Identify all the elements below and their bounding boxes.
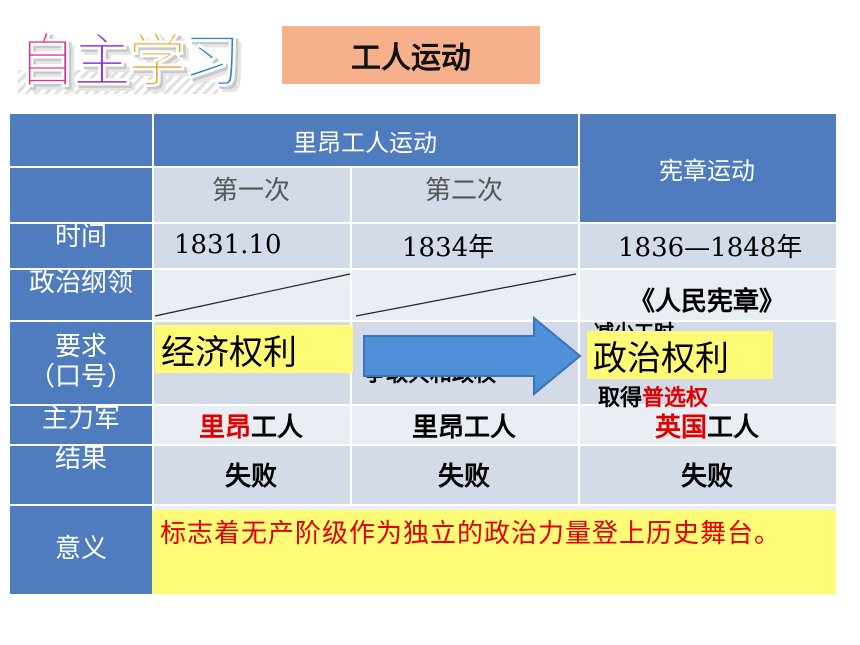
grid-line bbox=[10, 504, 836, 506]
label-program: 政治纲领 bbox=[10, 268, 152, 320]
grid-line bbox=[10, 222, 836, 224]
grid-line bbox=[10, 444, 836, 446]
main-force-second: 里昂工人 bbox=[350, 404, 578, 444]
logo: 自 主 学 习 bbox=[17, 12, 248, 96]
main-force-charter: 英国工人 bbox=[578, 404, 836, 444]
charter-header: 宪章运动 bbox=[578, 114, 836, 222]
demand-political-text: 政治权利 bbox=[593, 338, 729, 379]
label-main-force: 主力军 bbox=[10, 404, 152, 444]
time-first-value: 1831.10 bbox=[174, 230, 282, 260]
page-title: 工人运动 bbox=[282, 26, 540, 84]
grid-line bbox=[152, 114, 154, 594]
label-demand-line2: （口号） bbox=[28, 362, 133, 392]
strike-line bbox=[355, 273, 577, 317]
result-charter: 失败 bbox=[578, 444, 836, 504]
time-first: 1831.10 bbox=[152, 222, 350, 268]
main-force-charter-red: 英国 bbox=[654, 413, 707, 443]
time-charter-value: 1836—1848年 bbox=[618, 232, 803, 263]
demand-economic-text: 经济权利 bbox=[161, 332, 297, 373]
logo-char: 主 bbox=[72, 27, 132, 96]
demand-charter-bottom-red: 普选权 bbox=[642, 386, 709, 411]
logo-char: 自 bbox=[17, 27, 77, 96]
program-charter-value: 《人民宪章》 bbox=[628, 287, 785, 317]
demand-political-box: 政治权利 bbox=[587, 331, 773, 379]
time-charter: 1836—1848年 bbox=[578, 222, 836, 268]
second-label: 第二次 bbox=[424, 176, 503, 206]
first-header: 第一次 bbox=[152, 166, 350, 222]
result-second-value: 失败 bbox=[437, 461, 490, 492]
time-second-value: 1834年 bbox=[402, 232, 495, 263]
main-force-charter-black: 工人 bbox=[707, 413, 760, 443]
significance-text: 标志着无产阶级作为独立的政治力量登上历史舞台。 bbox=[152, 510, 836, 594]
result-second: 失败 bbox=[350, 444, 578, 504]
demand-charter-bottom-pre: 取得 bbox=[598, 386, 643, 411]
first-label: 第一次 bbox=[211, 176, 290, 206]
header-corner-2 bbox=[10, 166, 152, 222]
demand-economic-box: 经济权利 bbox=[155, 325, 353, 373]
label-time: 时间 bbox=[10, 222, 152, 268]
result-charter-value: 失败 bbox=[680, 461, 733, 492]
grid-line bbox=[10, 268, 836, 270]
program-first bbox=[152, 268, 350, 320]
main-force-first-red: 里昂 bbox=[198, 413, 251, 443]
logo-char: 习 bbox=[182, 27, 242, 96]
logo-char: 学 bbox=[127, 27, 187, 96]
program-charter: 《人民宪章》 bbox=[578, 268, 836, 320]
main-force-second-value: 里昂工人 bbox=[411, 413, 516, 443]
time-second: 1834年 bbox=[350, 222, 578, 268]
strike-line bbox=[154, 273, 351, 317]
second-header: 第二次 bbox=[350, 166, 578, 222]
label-significance: 意义 bbox=[10, 504, 152, 594]
label-result: 结果 bbox=[10, 444, 152, 504]
main-force-first: 里昂工人 bbox=[152, 404, 350, 444]
label-demand: 要求 （口号） bbox=[10, 320, 152, 404]
grid-line bbox=[10, 166, 578, 168]
demand-charter-bottom: 取得普选权 bbox=[598, 380, 708, 412]
arrow-right-icon bbox=[363, 316, 582, 396]
grid-line bbox=[10, 404, 836, 406]
lyon-header: 里昂工人运动 bbox=[152, 114, 578, 166]
result-first-value: 失败 bbox=[224, 461, 277, 492]
header-corner bbox=[10, 114, 152, 166]
main-force-first-black: 工人 bbox=[251, 413, 304, 443]
logo-stripes bbox=[18, 70, 218, 94]
label-demand-line1: 要求 bbox=[54, 332, 107, 362]
grid-line bbox=[10, 320, 836, 322]
result-first: 失败 bbox=[152, 444, 350, 504]
grid-line bbox=[578, 114, 580, 504]
program-second bbox=[350, 268, 578, 320]
